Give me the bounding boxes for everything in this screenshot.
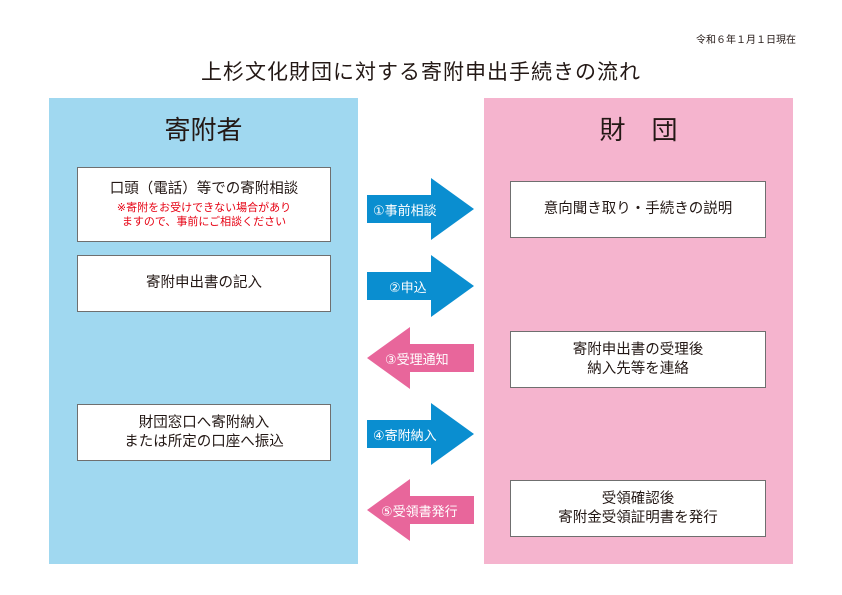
note-line-1: ※寄附をお受けできない場合があり [116,201,292,215]
step-2-arrow: ②申込 [367,255,474,317]
arrow-right-icon [367,255,474,317]
step-5-arrow: ⑤受領書発行 [367,479,474,541]
step-3-arrow: ③受理通知 [367,327,474,389]
arrow-left-icon [367,479,474,541]
step-1-label: ①事前相談 [373,203,437,219]
arrow-left-icon [367,327,474,389]
arrow-right-icon [367,178,474,240]
donor-application-text: 寄附申出書の記入 [146,275,262,292]
note-line-2: ますので、事前にご相談ください [121,214,287,228]
step-4-arrow: ④寄附納入 [367,403,474,465]
step-2-label: ②申込 [389,280,427,296]
donor-consultation-box: 口頭（電話）等での寄附相談 ※寄附をお受けできない場合があり ますので、事前にご… [77,167,331,242]
donor-payment-line1: 財団窓口へ寄附納入 [138,414,270,431]
foundation-receipt-box: 受領確認後 寄附金受領証明書を発行 [510,480,766,537]
foundation-acceptance-box: 寄附申出書の受理後 納入先等を連絡 [510,331,766,388]
foundation-acceptance-line2: 納入先等を連絡 [587,360,689,377]
foundation-heading: 財 団 [599,116,678,146]
donor-application-box: 寄附申出書の記入 [77,255,331,312]
foundation-explanation-text: 意向聞き取り・手続きの説明 [543,201,733,218]
foundation-explanation-box: 意向聞き取り・手続きの説明 [510,181,766,238]
step-5-label: ⑤受領書発行 [381,504,458,520]
page-title: 上杉文化財団に対する寄附申出手続きの流れ [201,60,641,84]
donor-payment-box: 財団窓口へ寄附納入 または所定の口座へ振込 [77,404,331,461]
donor-heading: 寄附者 [164,116,243,146]
arrow-right-icon [367,403,474,465]
donor-payment-line2: または所定の口座へ振込 [124,433,284,450]
foundation-receipt-line1: 受領確認後 [601,490,675,507]
step-1-arrow: ①事前相談 [367,178,474,240]
date-note: 令和６年１月１日現在 [696,35,796,46]
donor-consultation-note: ※寄附をお受けできない場合があり ますので、事前にご相談ください [117,201,291,229]
donor-consultation-text: 口頭（電話）等での寄附相談 [109,181,299,198]
foundation-acceptance-line1: 寄附申出書の受理後 [572,341,704,358]
step-4-label: ④寄附納入 [373,428,437,444]
step-3-label: ③受理通知 [385,352,449,368]
foundation-receipt-line2: 寄附金受領証明書を発行 [558,509,718,526]
